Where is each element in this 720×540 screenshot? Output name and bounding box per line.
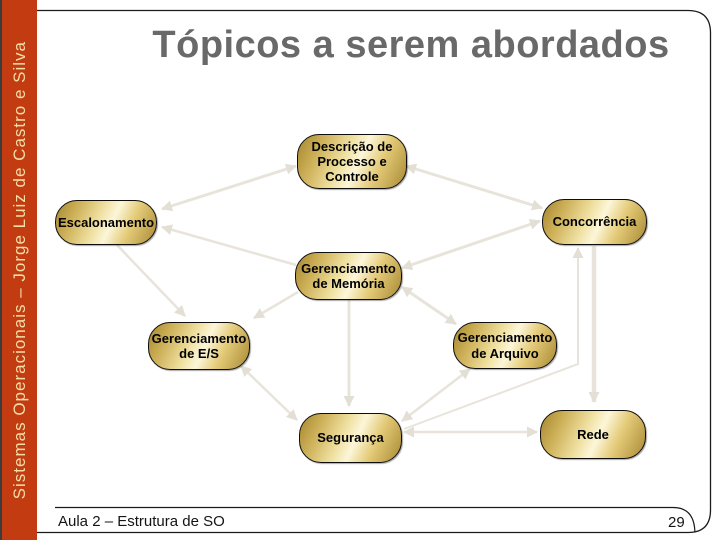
node-label: Concorrência [552,214,637,230]
node-label: Gerenciamento de E/S [151,330,247,361]
edge-escalonamento-es [116,244,186,317]
node-descricao-de-processo-e-controle: Descrição de Processo e Controle [297,134,407,189]
edge-memoria-concorrencia [401,219,541,270]
edge-escalonamento-descricao [161,163,297,212]
node-gerenciamento-de-arquivo: Gerenciamento de Arquivo [453,322,557,369]
page-number: 29 [668,514,685,531]
node-label: Segurança [317,430,384,446]
node-gerenciamento-de-memoria: Gerenciamento de Memória [295,252,402,300]
page-title: Tópicos a serem abordados [152,24,670,66]
node-gerenciamento-de-es: Gerenciamento de E/S [148,322,250,370]
node-seguranca: Segurança [299,413,402,463]
edge-seguranca-concorrencia [403,247,584,430]
edge-memoria-es [253,290,299,320]
edge-arquivo-seguranca [401,368,471,422]
node-label: Gerenciamento de Arquivo [457,330,553,361]
frame-border [37,9,712,534]
edge-descricao-concorrencia [405,163,543,211]
sidebar: Sistemas Operacionais – Jorge Luiz de Ca… [2,0,37,540]
edge-memoria-arquivo [401,285,457,326]
node-concorrencia: Concorrência [542,199,647,245]
node-rede: Rede [540,410,646,459]
footer-lesson-title: Aula 2 – Estrutura de SO [58,513,225,530]
node-label: Rede [577,426,609,442]
node-label: Descrição de Processo e Controle [311,138,393,185]
node-label: Gerenciamento de Memória [301,260,396,291]
edge-es-seguranca [240,365,298,421]
node-escalonamento: Escalonamento [55,200,157,245]
footer-separator [55,506,696,533]
node-label: Escalonamento [57,214,155,230]
edge-memoria-escalonamento [161,224,297,267]
page-left-edge [0,0,2,540]
